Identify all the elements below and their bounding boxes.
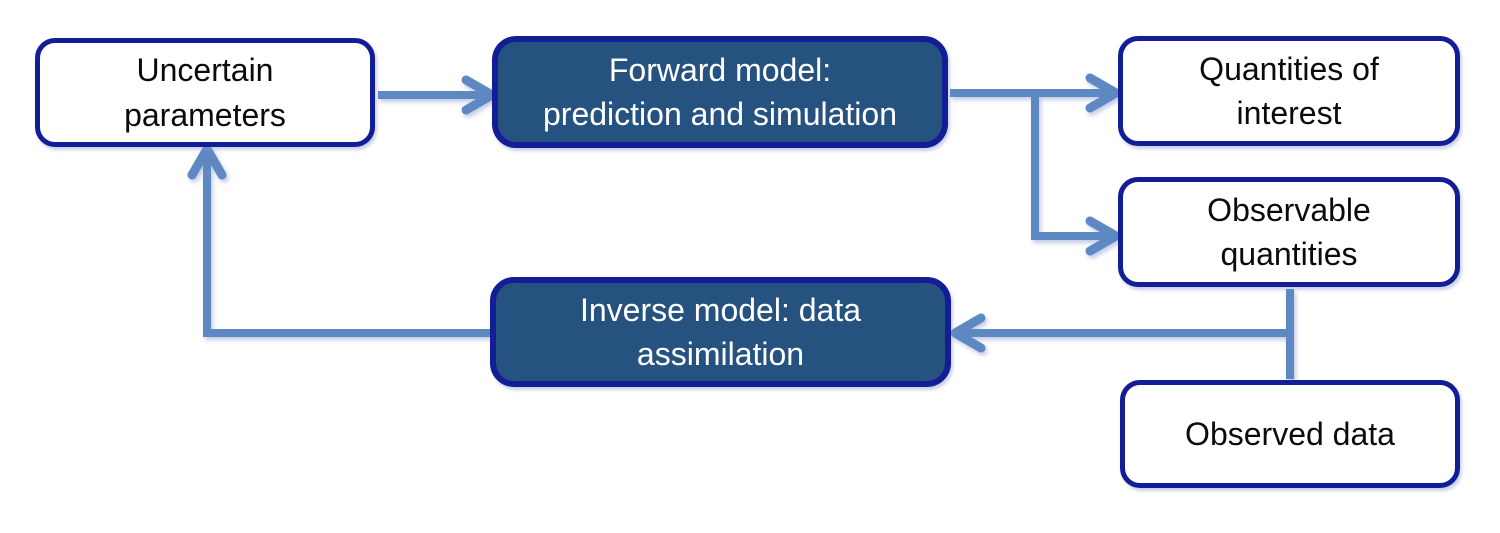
arrowhead-right-icon bbox=[1085, 216, 1121, 256]
node-observed-data: Observed data bbox=[1120, 380, 1460, 488]
node-uncertain-parameters: Uncertain parameters bbox=[35, 38, 375, 147]
edge-forward-to-observable bbox=[1031, 93, 1110, 240]
node-forward-model: Forward model: prediction and simulation bbox=[492, 36, 948, 148]
arrowhead-right-icon bbox=[1085, 73, 1121, 113]
node-observable-quantities: Observable quantities bbox=[1118, 177, 1460, 287]
node-quantities-of-interest: Quantities of interest bbox=[1118, 36, 1460, 146]
node-label: Uncertain parameters bbox=[124, 52, 286, 133]
arrowhead-left-icon bbox=[950, 313, 986, 353]
arrowhead-up-icon bbox=[187, 144, 227, 180]
edge-inverse-to-uncertain bbox=[203, 155, 490, 337]
node-label: Inverse model: data assimilation bbox=[579, 291, 862, 372]
node-label: Forward model: prediction and simulation bbox=[543, 51, 897, 132]
arrowhead-right-icon bbox=[461, 75, 497, 115]
node-inverse-model: Inverse model: data assimilation bbox=[490, 277, 951, 387]
node-label: Observable quantities bbox=[1207, 191, 1371, 272]
node-label: Observed data bbox=[1185, 415, 1395, 452]
node-label: Quantities of interest bbox=[1199, 50, 1379, 131]
